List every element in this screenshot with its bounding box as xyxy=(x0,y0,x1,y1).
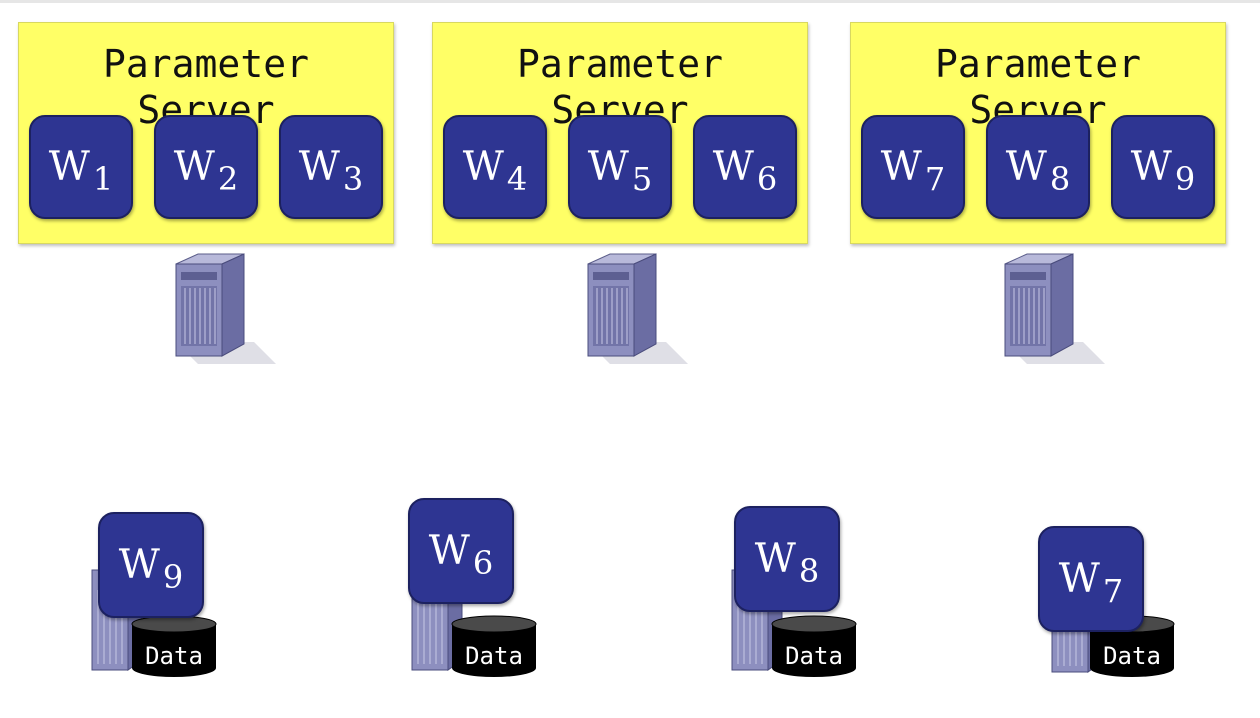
server-tower-icon xyxy=(175,253,276,364)
weight-subscript: 2 xyxy=(217,160,239,198)
weight-subscript: 7 xyxy=(1102,572,1124,610)
parameter-server-title: Parameter Server xyxy=(935,42,1141,132)
weight-subscript: 7 xyxy=(924,160,946,198)
weight-subscript: 8 xyxy=(1049,160,1071,198)
weight-symbol: W xyxy=(462,144,504,190)
server-tower-icon xyxy=(1004,253,1105,364)
weight-symbol: W xyxy=(1130,144,1172,190)
weight-subscript: 6 xyxy=(756,160,778,198)
weight-symbol: W xyxy=(428,528,470,574)
data-label: Data xyxy=(465,642,523,670)
data-label: Data xyxy=(785,642,843,670)
weight-symbol: W xyxy=(1005,144,1047,190)
server-tower-icon xyxy=(587,253,688,364)
weight-subscript: 9 xyxy=(1174,160,1196,198)
data-label: Data xyxy=(1103,642,1161,670)
weight-symbol: W xyxy=(118,542,160,588)
weight-subscript: 3 xyxy=(342,160,364,198)
weight-subscript: 9 xyxy=(162,558,184,596)
weight-subscript: 8 xyxy=(798,552,820,590)
data-label: Data xyxy=(145,642,203,670)
database-disk-icon: Data xyxy=(131,615,217,677)
weight-symbol: W xyxy=(754,536,796,582)
weight-symbol: W xyxy=(298,144,340,190)
parameter-server-title: Parameter Server xyxy=(103,42,309,132)
top-border-line xyxy=(0,0,1260,3)
weight-subscript: 1 xyxy=(92,160,114,198)
weight-symbol: W xyxy=(712,144,754,190)
weight-subscript: 6 xyxy=(472,544,494,582)
weight-symbol: W xyxy=(48,144,90,190)
weight-symbol: W xyxy=(880,144,922,190)
weight-symbol: W xyxy=(587,144,629,190)
weight-symbol: W xyxy=(1058,556,1100,602)
weight-subscript: 5 xyxy=(631,160,653,198)
database-disk-icon: Data xyxy=(771,615,857,677)
database-disk-icon: Data xyxy=(451,615,537,677)
weight-subscript: 4 xyxy=(506,160,528,198)
weight-symbol: W xyxy=(173,144,215,190)
